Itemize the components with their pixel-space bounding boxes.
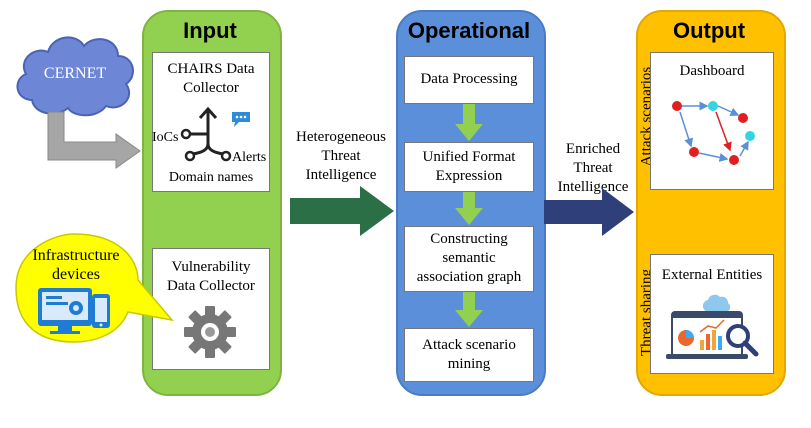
- operational-title: Operational: [407, 18, 531, 43]
- cernet-cloud: [16, 36, 134, 117]
- step-arrow-3: [455, 292, 483, 327]
- heterogeneous-ti-label: Heterogeneous Threat Intelligence: [296, 129, 386, 183]
- alerts-label: Alerts: [232, 150, 267, 165]
- step-arrow-2: [455, 192, 483, 225]
- vuln-collector-title: Vulnerability Data Collector: [167, 259, 255, 294]
- step-semantic-graph-label: Constructing semantic association graph: [416, 231, 522, 285]
- operational-to-output-arrow: [544, 188, 634, 236]
- step-data-processing-label: Data Processing: [420, 71, 518, 87]
- chat-icon: [232, 112, 250, 127]
- step-data-processing: [404, 56, 534, 104]
- step-unified-format-label: Unified Format Expression: [422, 149, 516, 184]
- step-arrow-1: [455, 104, 483, 141]
- cernet-to-input-arrow: [47, 111, 141, 169]
- output-title: Output: [672, 18, 746, 43]
- domain-names-label: Domain names: [168, 170, 254, 185]
- devices-icon: [38, 288, 110, 334]
- chairs-collector-title: CHAIRS Data Collector: [167, 61, 255, 96]
- branch-icon: [180, 106, 232, 162]
- cernet-label: CERNET: [43, 65, 107, 82]
- step-attack-mining: [404, 328, 534, 382]
- external-entities-title: External Entities: [661, 267, 763, 283]
- step-semantic-graph: [404, 226, 534, 292]
- dashboard-box: [650, 52, 774, 190]
- attack-graph: [672, 101, 755, 165]
- iocs-label: IoCs: [152, 130, 179, 145]
- step-unified-format: [404, 142, 534, 192]
- infrastructure-label: Infrastructure devices: [32, 247, 120, 283]
- chairs-collector-box: [152, 52, 270, 192]
- input-to-operational-arrow: [290, 186, 394, 236]
- dashboard-title: Dashboard: [679, 63, 745, 79]
- input-title: Input: [183, 18, 237, 43]
- analytics-icon: [666, 294, 759, 359]
- step-attack-mining-label: Attack scenario mining: [422, 337, 516, 372]
- enriched-ti-label: Enriched Threat Intelligence: [557, 141, 629, 195]
- gear-icon: [184, 306, 236, 358]
